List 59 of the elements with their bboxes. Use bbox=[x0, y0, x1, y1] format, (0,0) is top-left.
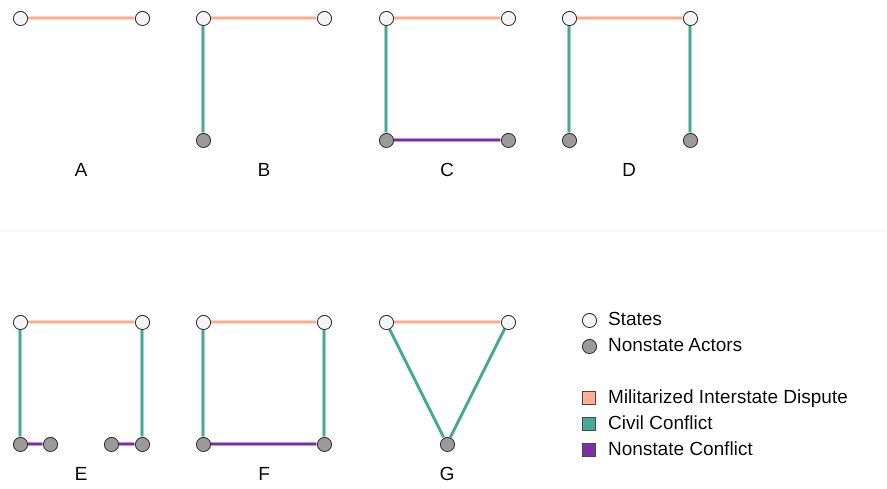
connector-line bbox=[18, 330, 22, 436]
connector-line bbox=[28, 442, 42, 446]
panel-label: E bbox=[74, 465, 88, 484]
legend-text: States bbox=[608, 310, 662, 329]
nonstate-actor-node bbox=[562, 132, 576, 148]
connector-line bbox=[202, 26, 204, 132]
nonstate-actor-node bbox=[378, 132, 394, 148]
connector-line bbox=[449, 328, 506, 438]
connector-line bbox=[28, 16, 134, 20]
connector-line bbox=[28, 320, 134, 324]
panel-label: C bbox=[440, 161, 454, 180]
connector-line bbox=[688, 26, 692, 132]
nonstate-actor-node bbox=[316, 436, 332, 452]
legend-text: Civil Conflict bbox=[608, 414, 713, 433]
state-node bbox=[316, 10, 332, 26]
state-node bbox=[134, 10, 150, 26]
legend-text: Nonstate Actors bbox=[608, 336, 742, 355]
legend-text: Nonstate Conflict bbox=[608, 440, 753, 459]
connector-line bbox=[140, 330, 144, 436]
nonstate-actor-node bbox=[42, 436, 58, 452]
nonstate-actor-node bbox=[440, 436, 454, 452]
state-node bbox=[196, 10, 210, 26]
connector-line bbox=[384, 26, 388, 132]
connector-line bbox=[576, 16, 682, 20]
state-node bbox=[682, 10, 698, 26]
connector-line bbox=[118, 442, 134, 446]
state-node bbox=[378, 314, 394, 330]
connector-line bbox=[388, 328, 445, 438]
panel-label: D bbox=[622, 161, 636, 180]
nonstate-actor-node bbox=[12, 436, 28, 452]
nonstate-actor-node bbox=[196, 436, 210, 452]
connector-line bbox=[210, 320, 316, 324]
nonstate-actor-node bbox=[134, 436, 150, 452]
state-node bbox=[196, 314, 210, 330]
state-node bbox=[562, 10, 576, 26]
state-node bbox=[12, 314, 28, 330]
connector-line bbox=[210, 442, 316, 446]
panel-label: G bbox=[440, 465, 454, 484]
connector-line bbox=[322, 330, 326, 436]
panel-label: A bbox=[74, 161, 88, 180]
connector-line bbox=[394, 138, 500, 142]
nonstate-actor-node bbox=[196, 132, 210, 148]
state-node bbox=[12, 10, 28, 26]
panel-label: F bbox=[258, 465, 270, 484]
panel-label: B bbox=[258, 161, 270, 180]
connector-line bbox=[394, 320, 500, 324]
nonstate-actor-node bbox=[682, 132, 698, 148]
state-node bbox=[500, 10, 516, 26]
nonstate-actor-node bbox=[500, 132, 516, 148]
connector-line bbox=[394, 16, 500, 20]
connector-line bbox=[202, 330, 204, 436]
nonstate-actor-node bbox=[104, 436, 118, 452]
state-node bbox=[500, 314, 516, 330]
connector-line bbox=[568, 26, 570, 132]
state-node bbox=[134, 314, 150, 330]
state-node bbox=[378, 10, 394, 26]
legend-text: Militarized Interstate Dispute bbox=[608, 388, 848, 407]
connector-line bbox=[210, 16, 316, 20]
state-node bbox=[316, 314, 332, 330]
